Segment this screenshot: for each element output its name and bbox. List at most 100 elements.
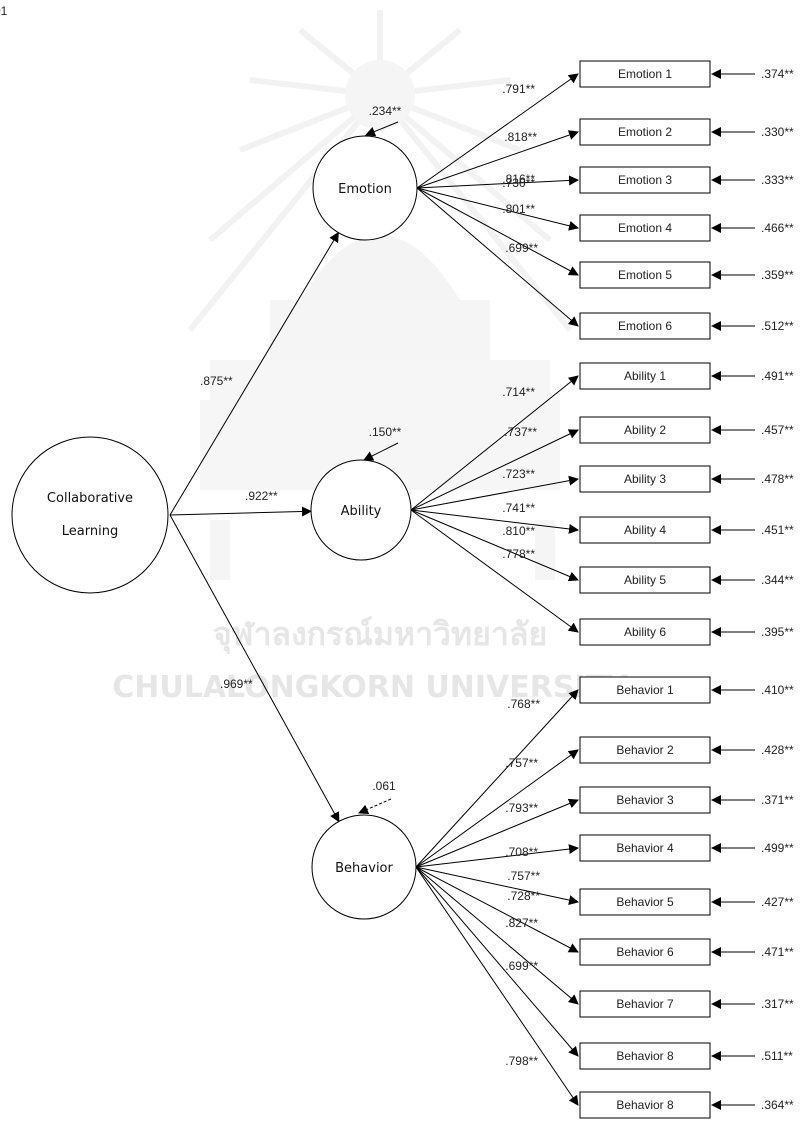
loading-value: .757** <box>505 756 538 770</box>
behavior-loading-arrow <box>415 844 579 868</box>
loading-value: .778** <box>502 547 535 561</box>
error-value: .451** <box>761 523 794 537</box>
loading-value: .810** <box>502 524 535 538</box>
ability-path-arrow <box>169 506 313 517</box>
indicator-box <box>579 312 711 340</box>
indicator-box <box>579 888 711 916</box>
indicator-label: Behavior 2 <box>616 743 674 757</box>
ability-loading-arrow <box>410 375 579 511</box>
loading-value: .798** <box>505 1054 538 1068</box>
error-value: .428** <box>761 743 794 757</box>
error-value: .371** <box>761 793 794 807</box>
behavior-loading-arrow <box>415 866 579 1005</box>
emotion-loading-arrow <box>416 187 579 276</box>
behavior-loading-arrow <box>415 866 579 1057</box>
indicator-box <box>579 786 711 814</box>
emotion-loading-arrow <box>416 73 579 189</box>
indicator-box <box>579 465 711 493</box>
behavior-path-loading: .969** <box>220 677 253 691</box>
indicator-label: Ability 6 <box>624 625 666 639</box>
collaborative-learning-node <box>11 436 169 594</box>
loading-value: .737** <box>504 425 537 439</box>
error-value: .359** <box>761 268 794 282</box>
indicator-box <box>579 618 711 646</box>
error-value: .471** <box>761 945 794 959</box>
indicator-box <box>579 834 711 862</box>
behavior-loading-arrow <box>415 798 579 868</box>
behavior-path-arrow <box>169 514 340 823</box>
indicator-box <box>579 166 711 194</box>
error-value: .491** <box>761 369 794 383</box>
indicator-label: Emotion 6 <box>618 319 672 333</box>
indicator-box <box>579 60 711 88</box>
indicator-label: Ability 3 <box>624 472 666 486</box>
ability-loading-arrow <box>410 509 579 633</box>
ability-disturbance-value: .150** <box>369 425 402 439</box>
emotion-disturbance-value: .234** <box>369 104 402 118</box>
ability-loading-arrow <box>410 509 579 582</box>
error-value: .499** <box>761 841 794 855</box>
error-value: .410** <box>761 683 794 697</box>
loading-value: .714** <box>502 385 535 399</box>
emotion-path-loading: .875** <box>200 374 233 388</box>
ability-disturbance-arrow <box>363 442 399 461</box>
loading-value: .730** <box>502 176 535 190</box>
emotion-loading-arrow <box>416 175 579 189</box>
error-value: .395** <box>761 625 794 639</box>
indicator-box <box>579 362 711 390</box>
indicator-label: Behavior 6 <box>616 945 674 959</box>
indicator-box <box>579 1042 711 1070</box>
loading-value: .741** <box>502 501 535 515</box>
loading-value: .699** <box>505 959 538 973</box>
indicator-label: Behavior 7 <box>616 997 674 1011</box>
error-value: .427** <box>761 895 794 909</box>
behavior-disturbance-value: .061 <box>372 779 396 793</box>
error-value: .344** <box>761 573 794 587</box>
behavior-loading-arrow <box>415 866 579 953</box>
indicator-label: Emotion 3 <box>618 173 672 187</box>
indicator-box <box>579 214 711 242</box>
indicator-label: Ability 1 <box>624 369 666 383</box>
indicator-label: Behavior 5 <box>616 895 674 909</box>
loading-value: .723** <box>502 467 535 481</box>
error-value: .333** <box>761 173 794 187</box>
behavior-loading-arrow <box>415 866 579 1106</box>
emotion-loading-arrow <box>416 187 579 327</box>
indicator-box <box>579 118 711 146</box>
loading-value: .768** <box>507 697 540 711</box>
emotion-path-arrow <box>169 231 339 516</box>
error-value: .512** <box>761 319 794 333</box>
ability-loading-arrow <box>410 475 579 511</box>
indicator-label: Emotion 4 <box>618 221 672 235</box>
indicator-label: Ability 2 <box>624 423 666 437</box>
indicator-label: Emotion 5 <box>618 268 672 282</box>
indicator-box <box>579 416 711 444</box>
page-number: 01 <box>0 4 8 18</box>
error-value: .317** <box>761 997 794 1011</box>
loading-value: .818** <box>504 130 537 144</box>
error-value: .364** <box>761 1098 794 1112</box>
indicator-label: Emotion 1 <box>618 67 672 81</box>
indicator-box <box>579 990 711 1018</box>
error-value: .374** <box>761 67 794 81</box>
indicator-box <box>579 566 711 594</box>
loading-value: .827** <box>505 916 538 930</box>
behavior-label: Behavior <box>335 861 393 876</box>
loading-value: .708** <box>505 845 538 859</box>
indicator-box <box>579 516 711 544</box>
indicator-label: Emotion 2 <box>618 125 672 139</box>
ability-path-loading: .922** <box>245 489 278 503</box>
watermark-thai: จุฬาลงกรณ์มหาวิทยาลัย <box>213 615 547 655</box>
collaborative-learning-label-line2: Learning <box>62 524 118 539</box>
behavior-loading-arrow <box>415 749 579 868</box>
emotion-loading-arrow <box>416 130 579 189</box>
indicator-box <box>579 676 711 704</box>
indicator-box <box>579 938 711 966</box>
indicator-label: Behavior 8 <box>616 1098 674 1112</box>
indicator-box <box>579 261 711 289</box>
indicator-box <box>579 736 711 764</box>
emotion-loading-arrow <box>416 187 579 231</box>
loading-value: .728** <box>507 889 540 903</box>
behavior-loading-arrow <box>415 689 579 868</box>
